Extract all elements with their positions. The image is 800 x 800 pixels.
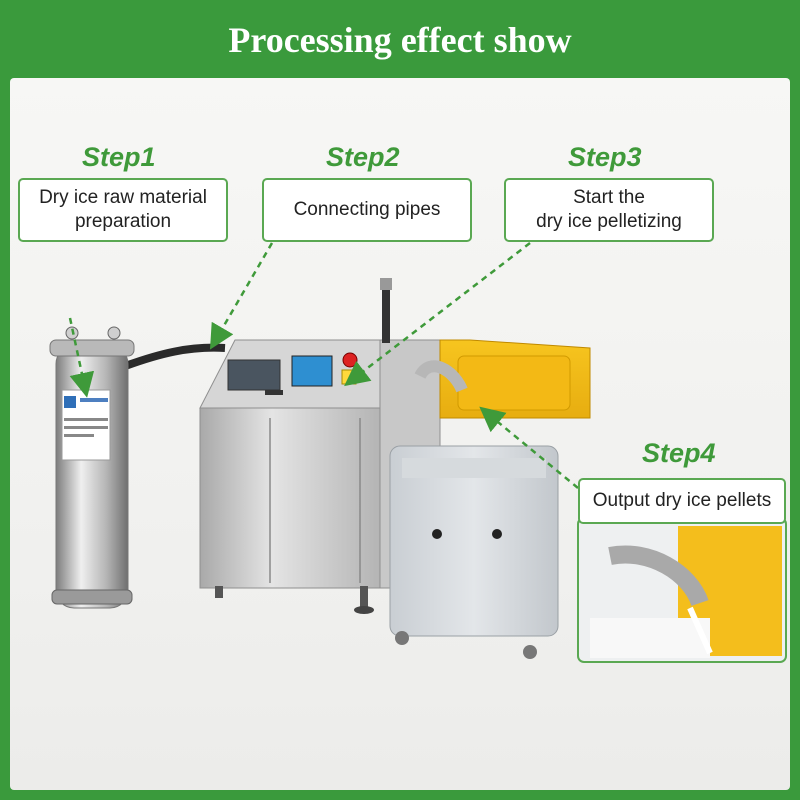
arrow-step3 [344, 242, 531, 387]
collection-bin [389, 339, 591, 659]
machine-illustration [49, 242, 787, 663]
step3-line1: Start the [573, 187, 645, 208]
step1-box: Dry ice raw material preparation [18, 178, 228, 242]
step4-title: Step4 [642, 438, 716, 468]
content-panel: Step1 Dry ice raw material preparation S… [10, 78, 790, 790]
step1-line1: Dry ice raw material [39, 187, 207, 208]
step2-line1: Connecting pipes [293, 199, 441, 220]
step2-box: Connecting pipes [262, 178, 472, 242]
step3-title: Step3 [568, 142, 642, 172]
step3-box: Start the dry ice pelletizing [504, 178, 714, 242]
page-title: Processing effect show [228, 20, 572, 60]
step2-title: Step2 [326, 142, 400, 172]
step3-line2: dry ice pelletizing [536, 211, 682, 232]
step1-title: Step1 [82, 142, 156, 172]
step4-line1: Output dry ice pellets [592, 490, 772, 511]
step4-box: Output dry ice pellets [578, 478, 786, 524]
output-inset-photo [577, 517, 787, 663]
arrow-step2 [209, 242, 274, 350]
gas-cylinder [49, 326, 135, 609]
step1-line2: preparation [74, 211, 172, 232]
arrow-step1 [68, 317, 95, 398]
arrow-step4 [479, 406, 579, 489]
hose [118, 343, 226, 372]
